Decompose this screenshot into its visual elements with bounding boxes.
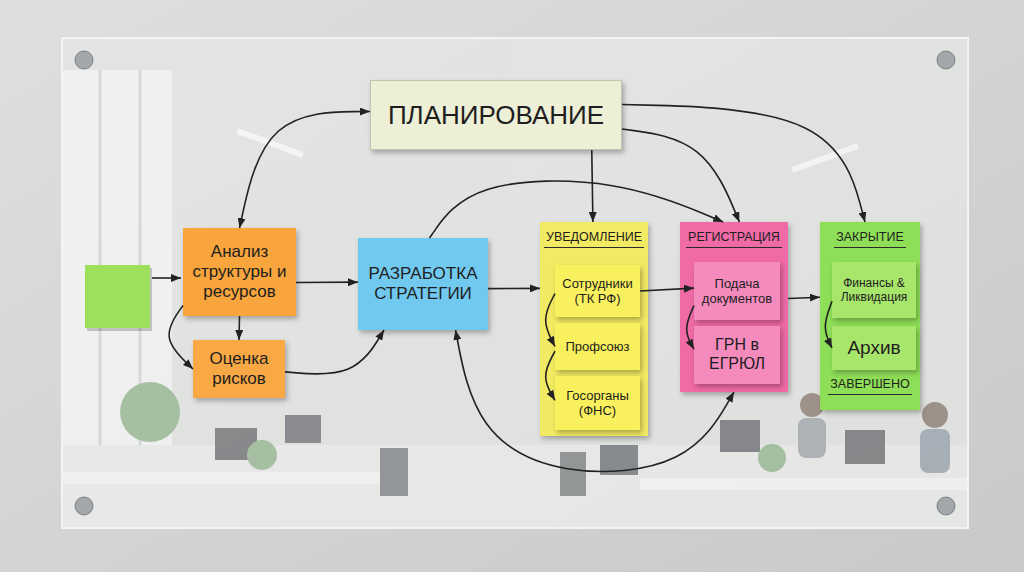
note-text: Архив bbox=[847, 337, 900, 359]
sub-note: Финансы & Ликвидация bbox=[832, 262, 916, 318]
planning-header: ПЛАНИРОВАНИЕ bbox=[370, 80, 622, 150]
office-scene bbox=[62, 38, 968, 528]
connector-arrow bbox=[546, 351, 555, 400]
connector-arrow bbox=[592, 150, 593, 222]
connector-arrow bbox=[488, 288, 540, 290]
connector-arrow bbox=[546, 294, 555, 347]
stage-column: УВЕДОМЛЕНИЕ Сотрудники (ТК РФ) ПрофсоюзГос… bbox=[540, 222, 648, 436]
column-heading: РЕГИСТРАЦИЯ bbox=[686, 231, 782, 248]
note-text: Оценка рисков bbox=[198, 349, 280, 389]
status-text: ЗАВЕРШЕНО bbox=[828, 378, 911, 395]
arrow bbox=[152, 277, 181, 279]
sticky-note: Оценка рисков bbox=[193, 340, 285, 398]
sub-note: Сотрудники (ТК РФ) bbox=[555, 265, 640, 317]
empty-sticky-note bbox=[85, 265, 150, 328]
connector-arrow bbox=[622, 129, 739, 222]
connector-arrow bbox=[296, 281, 358, 283]
sub-note: Подача документов bbox=[694, 262, 780, 320]
sub-note: ГРН в ЕГРЮЛ bbox=[694, 326, 780, 384]
note-text: ГРН в ЕГРЮЛ bbox=[699, 336, 775, 374]
note-text: РАЗРАБОТКА СТРАТЕГИИ bbox=[363, 264, 483, 304]
note-text: Профсоюз bbox=[565, 339, 629, 354]
note-text: Финансы & Ликвидация bbox=[837, 276, 911, 304]
sub-note: Профсоюз bbox=[555, 323, 640, 370]
sub-note: Госорганы (ФНС) bbox=[555, 376, 640, 430]
connectors bbox=[169, 105, 865, 472]
connector-arrow bbox=[622, 105, 865, 223]
office-interior bbox=[62, 38, 968, 528]
connector-arrow bbox=[640, 288, 694, 291]
mount-bolt bbox=[937, 497, 955, 515]
connector-arrow bbox=[285, 330, 384, 374]
note-text: Подача документов bbox=[699, 276, 775, 307]
connector-arrow bbox=[825, 301, 832, 348]
connector-arrow bbox=[238, 316, 240, 340]
sticky-note: РАЗРАБОТКА СТРАТЕГИИ bbox=[358, 238, 488, 330]
glass-panel bbox=[62, 38, 968, 528]
note-text: Госорганы (ФНС) bbox=[560, 388, 635, 419]
sub-note: Архив bbox=[832, 326, 916, 370]
note-text: ПЛАНИРОВАНИЕ bbox=[388, 100, 604, 131]
mount-bolt bbox=[75, 497, 93, 515]
connector-arrow bbox=[169, 305, 193, 369]
connector-arrow bbox=[788, 297, 820, 298]
column-heading: ЗАКРЫТИЕ bbox=[834, 231, 906, 248]
sticky-note: Анализ структуры и ресурсов bbox=[183, 228, 296, 316]
stage-column: РЕГИСТРАЦИЯ Подача документовГРН в ЕГРЮЛ bbox=[680, 222, 788, 392]
connector-arrow bbox=[687, 306, 694, 350]
connector-arrow bbox=[456, 330, 735, 472]
stage-column: ЗАКРЫТИЕ ЗАВЕРШЕНО Финансы & ЛиквидацияАрх… bbox=[820, 222, 920, 410]
column-heading: УВЕДОМЛЕНИЕ bbox=[544, 231, 644, 248]
mount-bolt bbox=[937, 51, 955, 69]
note-text: Анализ структуры и ресурсов bbox=[188, 242, 291, 302]
mount-bolt bbox=[75, 51, 93, 69]
connector-arrow bbox=[240, 112, 371, 229]
note-text: Сотрудники (ТК РФ) bbox=[560, 276, 635, 307]
connector-arrow bbox=[430, 181, 724, 238]
